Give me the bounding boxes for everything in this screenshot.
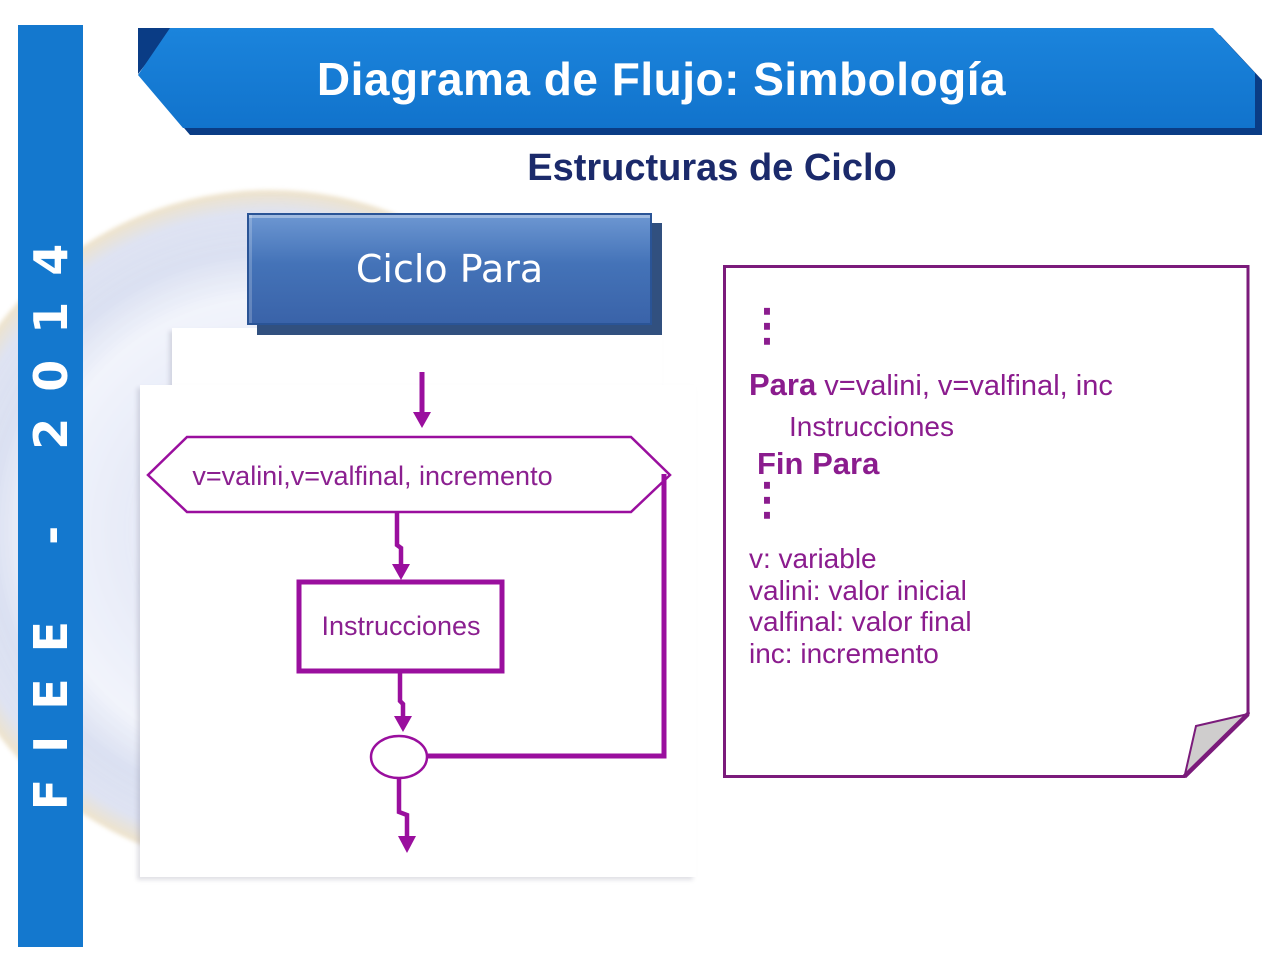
fin-para-keyword: Fin Para [757, 446, 880, 481]
loop-back-line [428, 474, 667, 759]
definition-line: valini: valor inicial [749, 574, 967, 606]
ellipsis-bottom: ⋮ [745, 475, 789, 524]
section-title: Ciclo Para [355, 247, 544, 291]
variable-definitions: v: variable valini: valor inicial valfin… [749, 543, 972, 669]
hexagon-condition-shape [146, 435, 672, 514]
slide-subtitle: Estructuras de Ciclo [527, 147, 897, 189]
note-outline-shape [723, 265, 1250, 778]
loop-body-line: Instrucciones [789, 411, 954, 442]
para-arguments: v=valini, v=valfinal, inc [816, 370, 1113, 402]
note-fold-edge [1182, 712, 1250, 778]
definition-line: v: variable [749, 543, 877, 574]
flowchart-canvas [146, 372, 672, 853]
ellipsis-top: ⋮ [745, 301, 789, 350]
pseudocode-note-panel: ⋮ Para v=valini, v=valfinal, inc Instruc… [723, 265, 1250, 778]
exit-arrowhead [398, 836, 416, 853]
process-to-connector-arrowhead [394, 716, 412, 732]
para-keyword: Para [749, 367, 817, 402]
sidebar-vertical-label: FIEE - 2014 [23, 217, 78, 810]
hexagon-condition-label: v=valini,v=valfinal, incremento [192, 461, 553, 491]
para-statement: Para v=valini, v=valfinal, inc [749, 367, 1113, 403]
process-label: Instrucciones [321, 611, 481, 641]
entry-arrowhead [413, 412, 431, 428]
definition-line: valfinal: valor final [749, 606, 972, 637]
section-header-box: Ciclo Para [247, 213, 652, 325]
condition-to-process-line [394, 512, 404, 566]
connector-circle-shape [369, 734, 429, 780]
process-to-connector-line [397, 671, 406, 718]
title-banner: Diagrama de Flujo: Simbología [138, 28, 1255, 128]
condition-to-process-arrowhead [392, 564, 410, 580]
note-outline-canvas [723, 265, 1250, 778]
definition-line: inc: incremento [749, 637, 939, 669]
exit-arrow-line [396, 778, 410, 838]
left-sidebar: FIEE - 2014 [18, 25, 83, 947]
slide-title: Diagrama de Flujo: Simbología [316, 53, 1007, 105]
